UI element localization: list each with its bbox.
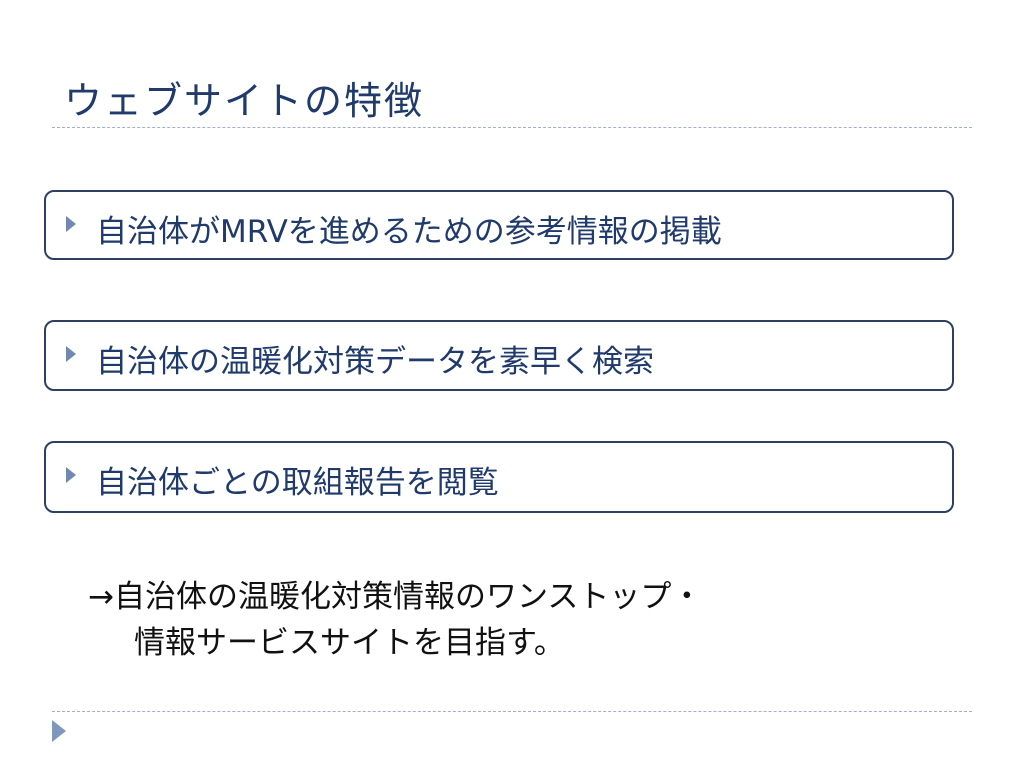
triangle-right-icon (66, 216, 76, 232)
feature-text-3: 自治体ごとの取組報告を閲覧 (96, 465, 499, 501)
title-divider (52, 127, 972, 128)
feature-text-1: 自治体がMRVを進めるための参考情報の掲載 (96, 214, 722, 250)
footer-triangle-icon (52, 720, 66, 742)
feature-text-2: 自治体の温暖化対策データを素早く検索 (96, 344, 654, 380)
feature-box-2: 自治体の温暖化対策データを素早く検索 (44, 320, 954, 391)
footer-divider (52, 711, 972, 712)
summary-line-1: →自治体の温暖化対策情報のワンストップ・ (88, 579, 703, 615)
slide-title: ウェブサイトの特徴 (64, 79, 425, 123)
summary-line-2: 情報サービスサイトを目指す。 (134, 625, 565, 661)
triangle-right-icon (66, 346, 76, 362)
feature-box-1: 自治体がMRVを進めるための参考情報の掲載 (44, 190, 954, 260)
triangle-right-icon (66, 467, 76, 483)
feature-box-3: 自治体ごとの取組報告を閲覧 (44, 441, 954, 513)
summary-text: →自治体の温暖化対策情報のワンストップ・ 情報サービスサイトを目指す。 (88, 574, 702, 666)
